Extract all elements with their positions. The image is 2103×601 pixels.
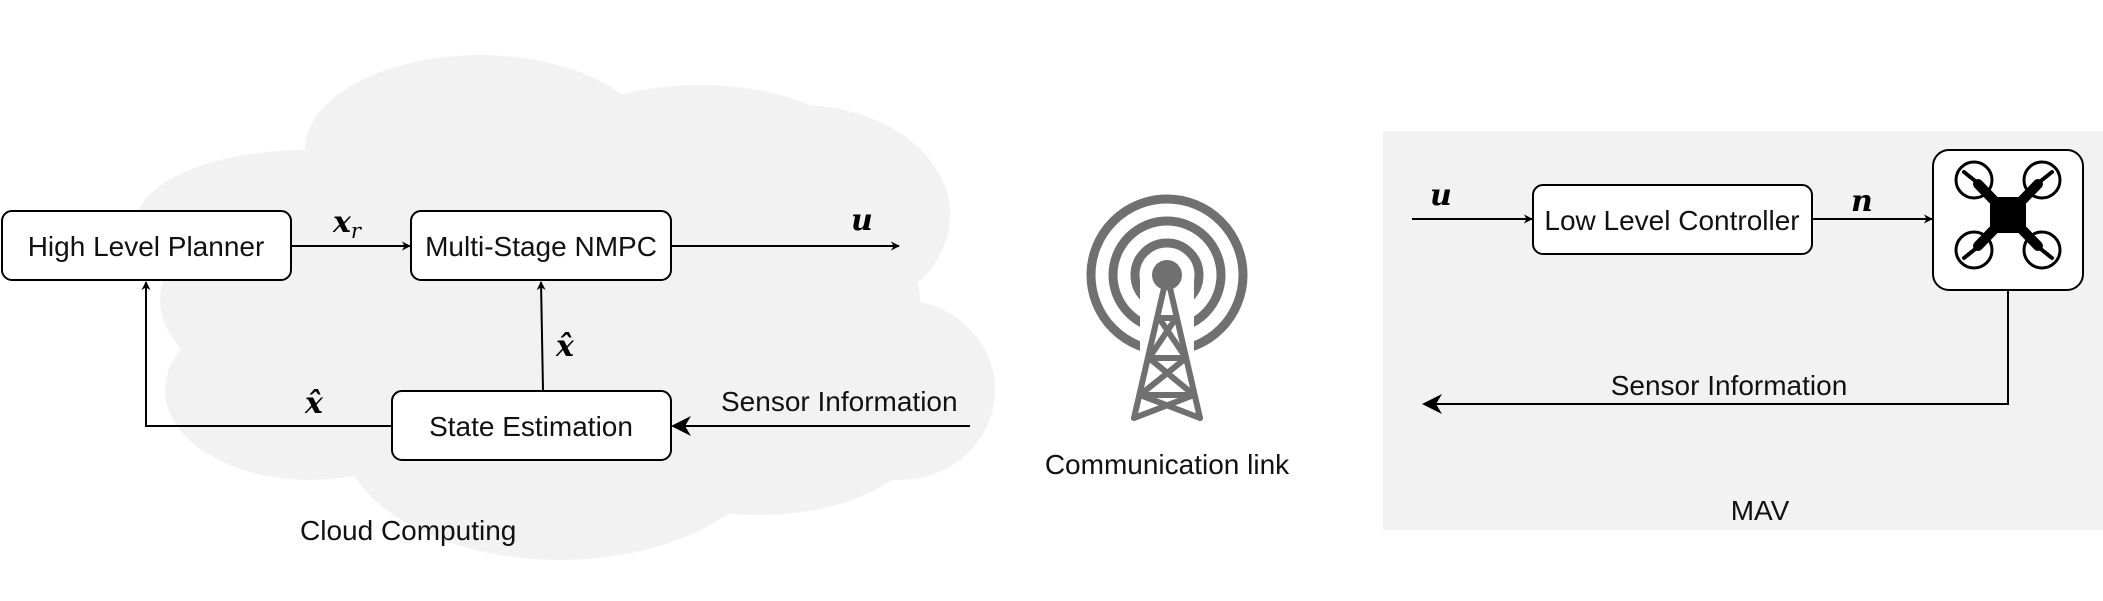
symbol-x-reference: xr [332, 205, 363, 243]
cloud-background [135, 55, 995, 560]
symbol-x-hat-nmpc: x̂ [555, 329, 575, 364]
antenna-tower-icon [1086, 194, 1248, 421]
low-level-controller-label: Low Level Controller [1544, 205, 1799, 236]
nmpc-label: Multi-Stage NMPC [425, 231, 657, 262]
cloud-sensor-information-label: Sensor Information [721, 386, 958, 417]
symbol-n-motor-speeds: n [1851, 184, 1873, 219]
mav-sensor-information-label: Sensor Information [1611, 370, 1848, 401]
state-estimation-label: State Estimation [429, 411, 633, 442]
edge-estimation-to-nmpc [536, 281, 546, 391]
nmpc-block: Multi-Stage NMPC [410, 210, 672, 281]
cloud-computing-label: Cloud Computing [300, 515, 516, 546]
edge-estimation-to-planner [141, 281, 391, 427]
symbol-x-hat-planner: x̂ [304, 386, 324, 421]
symbol-u-mav-input: u [1430, 178, 1452, 213]
state-estimation-block: State Estimation [391, 390, 672, 461]
quadcopter-icon [1954, 160, 2062, 270]
high-level-planner-label: High Level Planner [28, 231, 265, 262]
high-level-planner-block: High Level Planner [1, 210, 292, 281]
low-level-controller-block: Low Level Controller [1532, 184, 1813, 255]
quadcopter-block [1932, 149, 2084, 291]
edge-mav-sensor-feedback [1422, 290, 2009, 414]
symbol-u-output: u [851, 203, 873, 238]
mav-label: MAV [1731, 495, 1790, 526]
communication-link-label: Communication link [1045, 449, 1290, 480]
